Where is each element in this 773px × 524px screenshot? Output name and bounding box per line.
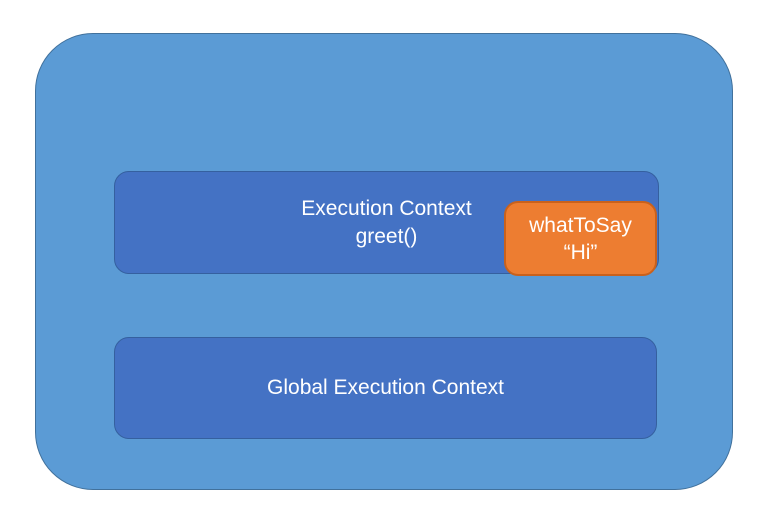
function-name-label: greet() (355, 224, 418, 248)
variable-box: whatToSay “Hi” (504, 201, 657, 276)
global-execution-context-box: Global Execution Context (114, 337, 657, 439)
outer-context-container-box: Execution Context greet() whatToSay “Hi”… (35, 33, 733, 490)
variable-name-label: whatToSay (529, 213, 632, 237)
function-execution-context-title: Execution Context (301, 196, 472, 220)
global-execution-context-title: Global Execution Context (267, 376, 504, 399)
function-execution-context-box: Execution Context greet() whatToSay “Hi” (114, 171, 659, 276)
variable-value-label: “Hi” (563, 240, 598, 264)
